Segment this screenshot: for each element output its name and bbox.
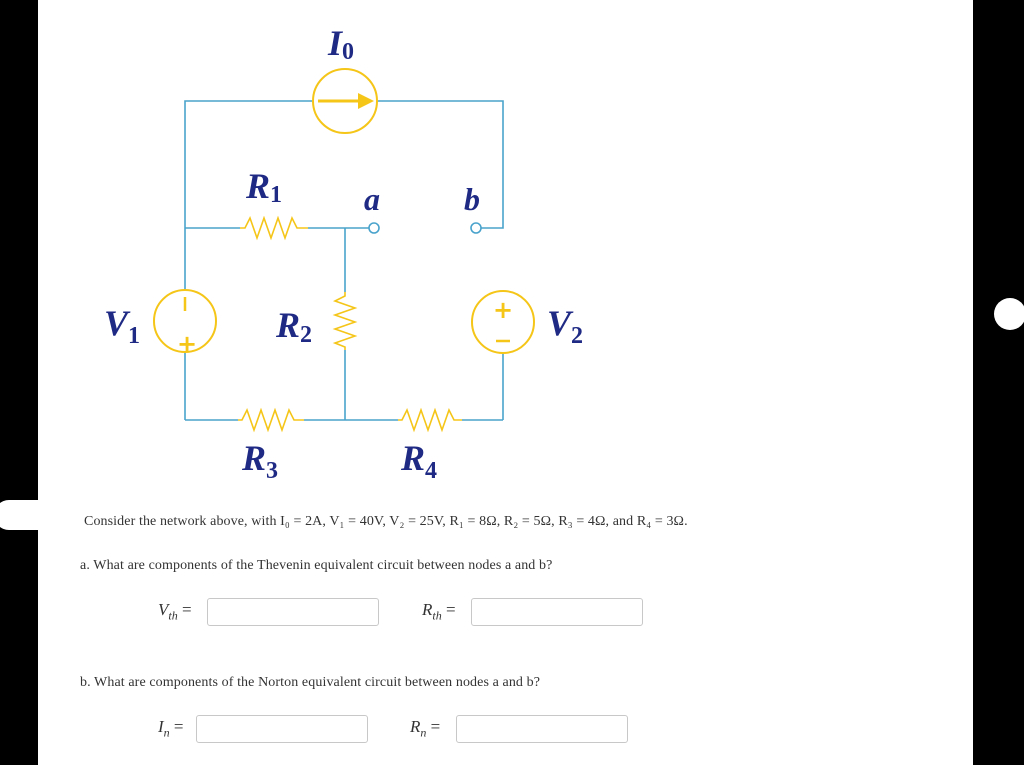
v1-label: V1 <box>104 303 140 349</box>
r1-label: R1 <box>245 166 282 208</box>
resistor-r1 <box>240 215 308 241</box>
rn-label: Rn = <box>410 717 441 740</box>
in-input[interactable] <box>196 715 368 743</box>
question-part-a: a. What are components of the Thevenin e… <box>80 558 553 573</box>
left-edge-blob <box>0 500 66 530</box>
rth-input[interactable] <box>471 598 643 626</box>
right-edge-dot <box>994 298 1024 330</box>
resistor-r4 <box>398 407 462 433</box>
problem-statement: Consider the network above, with I₀ = 2A… <box>84 514 688 529</box>
rn-input[interactable] <box>456 715 628 743</box>
wire-top-right <box>377 100 504 229</box>
circuit-diagram: I0 R1 R2 R3 R4 + + V1 V2 a b <box>104 23 583 484</box>
resistor-r2 <box>332 292 358 350</box>
resistor-r3 <box>238 407 304 433</box>
r4-label: R4 <box>400 438 437 484</box>
current-source <box>312 68 378 134</box>
vth-input[interactable] <box>207 598 379 626</box>
node-b-label: b <box>464 181 480 217</box>
node-a-label: a <box>364 181 380 217</box>
in-label: In = <box>158 717 184 740</box>
r3-label: R3 <box>241 438 278 484</box>
question-part-b: b. What are components of the Norton equ… <box>80 675 541 690</box>
circuit-wires <box>184 100 504 421</box>
voltage-source-v2: + <box>471 290 535 354</box>
terminal-b <box>470 222 482 234</box>
question-panel <box>38 0 973 765</box>
terminal-a <box>368 222 380 234</box>
current-source-label: I0 <box>327 23 354 65</box>
vth-label: Vth = <box>158 600 192 623</box>
v2-label: V2 <box>547 303 583 349</box>
svg-text:+: + <box>493 296 513 324</box>
svg-text:+: + <box>177 330 197 358</box>
rth-label: Rth = <box>422 600 456 623</box>
voltage-source-v1: + <box>153 289 217 358</box>
wire-top-left <box>184 100 313 290</box>
r2-label: R2 <box>275 305 312 348</box>
